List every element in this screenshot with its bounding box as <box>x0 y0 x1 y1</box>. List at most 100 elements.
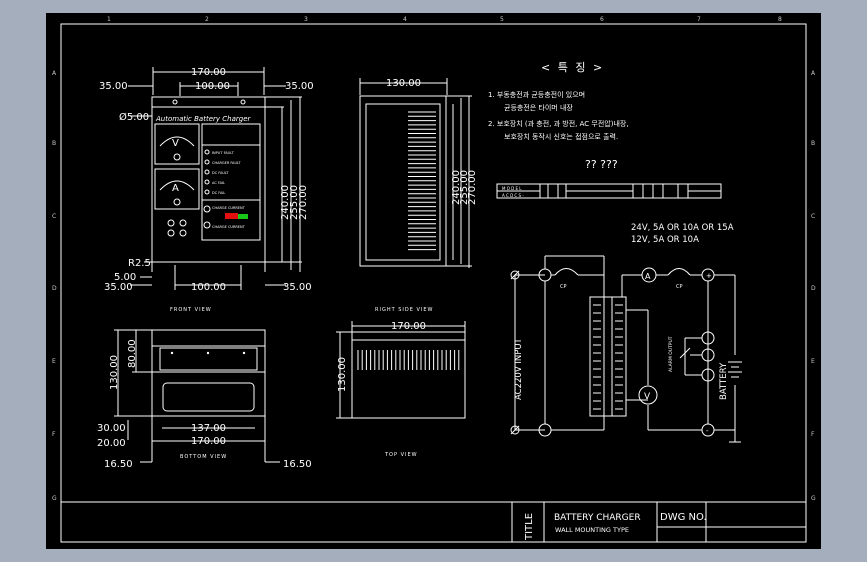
mount-hole <box>240 99 246 105</box>
ruler-label: 8 <box>778 16 782 23</box>
top-view-caption: TOP VIEW <box>384 452 418 458</box>
ruler-label: D <box>52 285 57 292</box>
bottom-view-caption: BOTTOM VIEW <box>180 454 227 460</box>
ruler-label: F <box>52 431 56 438</box>
input-label: AC220V INPUT <box>514 337 524 400</box>
drawing-subtitle: WALL MOUNTING TYPE <box>555 526 629 534</box>
mount-hole <box>172 99 178 105</box>
dim-hole: Ø5.00 <box>119 111 149 123</box>
dwg-no-label: DWG NO. <box>660 512 707 523</box>
cp-label: CP <box>676 284 683 290</box>
top-dim-height: 130.00 <box>337 357 348 392</box>
title-block <box>61 501 806 542</box>
dim-top-170: 170.00 <box>191 67 226 78</box>
dim-right-35: 35.00 <box>285 81 314 92</box>
dim-height-240: 240.00 <box>280 185 291 220</box>
front-view-labels: 170.00 100.00 35.00 35.00 Ø5.00 R2.5 5.0… <box>99 67 314 293</box>
ammeter-symbol: A <box>645 272 651 281</box>
bottom-view <box>114 329 280 463</box>
dim-bottom-5: 5.00 <box>114 272 136 283</box>
drawing-sheet <box>46 13 821 549</box>
side-dim-240: 240.00 <box>451 170 462 205</box>
battery-label: BATTERY <box>719 362 729 400</box>
ammeter-symbol: A <box>172 183 179 194</box>
ruler-right: A B C D E F G <box>811 70 816 502</box>
dim-left-35: 35.00 <box>99 81 128 92</box>
title-label: TITLE <box>524 513 535 541</box>
dim-bottom-100: 100.00 <box>191 282 226 293</box>
sheet-border <box>60 23 807 543</box>
dim-height-270: 270.00 <box>298 185 309 220</box>
ruler-label: B <box>811 140 815 147</box>
bottom-dim-170: 170.00 <box>191 436 226 447</box>
bottom-dim-16-right: 16.50 <box>283 459 312 470</box>
status-led-red <box>225 213 238 219</box>
side-view-caption: RIGHT SIDE VIEW <box>375 307 433 313</box>
notes-block: < 특 징 > 1. 부동충전과 균등충전이 있으며 균등충전은 타이머 내장 … <box>488 61 629 171</box>
ruler-label: G <box>811 495 816 502</box>
bottom-dim-137: 137.00 <box>191 423 226 434</box>
lamp-label: CHARGER FAULT <box>212 161 241 165</box>
ruler-label: E <box>811 358 815 365</box>
notes-line: 보호장치 동작시 신호는 접점으로 출력. <box>504 132 618 141</box>
terminal-minus: - <box>706 427 709 435</box>
side-dim-255: 255.00 <box>459 170 470 205</box>
alarm-label: ALARM OUTPUT <box>668 336 674 372</box>
dim-bottom-35-right: 35.00 <box>283 282 312 293</box>
top-view <box>336 321 466 419</box>
bottom-dim-30: 30.00 <box>97 423 126 434</box>
front-view-caption: FRONT VIEW <box>170 307 212 313</box>
notes-heading: < 특 징 > <box>541 61 604 74</box>
side-dim-270: 270.00 <box>467 170 478 205</box>
ruler-label: 3 <box>304 16 308 23</box>
front-view <box>128 67 302 290</box>
bottom-dim-16-left: 16.50 <box>104 459 133 470</box>
voltmeter-symbol: V <box>644 392 651 402</box>
notes-line: 1. 부동충전과 균등충전이 있으며 <box>488 90 585 99</box>
dim-radius: R2.5 <box>128 258 151 269</box>
ruler-label: C <box>811 213 815 220</box>
ruler-label: 4 <box>403 16 407 23</box>
notes-line: 균등충전은 타이머 내장 <box>504 103 573 112</box>
ruler-label: A <box>811 70 816 77</box>
status-led-green <box>238 214 248 219</box>
notes-question-marks: ?? ??? <box>585 158 618 171</box>
voltmeter-symbol: V <box>172 138 179 149</box>
rating-line-1: 24V, 5A OR 10A OR 15A <box>631 223 734 233</box>
ruler-label: 1 <box>107 16 111 23</box>
notes-line: 2. 보호장치 (과 충전, 과 방전, AC 무전압)내장, <box>488 119 629 128</box>
dim-top-100: 100.00 <box>195 81 230 92</box>
bottom-dim-80: 80.00 <box>127 339 138 368</box>
side-view <box>359 78 472 268</box>
mount-hole <box>170 351 174 355</box>
lamp-label: AC FAIL <box>212 181 225 185</box>
ruler-label: G <box>52 495 57 502</box>
rating-line-2: 12V, 5A OR 10A <box>631 235 699 245</box>
side-vents <box>408 111 436 251</box>
lamp-label: CHARGE CURRENT <box>212 206 246 210</box>
ruler-label: D <box>811 285 816 292</box>
drawing-title: BATTERY CHARGER <box>554 513 641 523</box>
side-dim-width: 130.00 <box>386 78 421 89</box>
bottom-dim-130: 130.00 <box>109 355 120 390</box>
ruler-label: 6 <box>600 16 604 23</box>
lamp-label: CHARGE CURRENT <box>212 225 246 229</box>
ruler-label: F <box>811 431 815 438</box>
top-vents <box>357 350 460 370</box>
cp-label: CP <box>560 284 567 290</box>
model-table <box>496 183 722 199</box>
mount-hole <box>242 351 246 355</box>
dim-bottom-35-left: 35.00 <box>104 282 133 293</box>
model-table-header: M O D E L <box>502 186 522 191</box>
mount-hole <box>206 351 210 355</box>
ruler-label: 7 <box>697 16 701 23</box>
top-dim-width: 170.00 <box>391 321 426 332</box>
ruler-label: B <box>52 140 56 147</box>
dim-height-255: 255.00 <box>289 185 300 220</box>
rectifier-bank <box>593 304 623 410</box>
bottom-mount-holes <box>170 351 246 355</box>
circuit-schematic <box>510 255 742 443</box>
